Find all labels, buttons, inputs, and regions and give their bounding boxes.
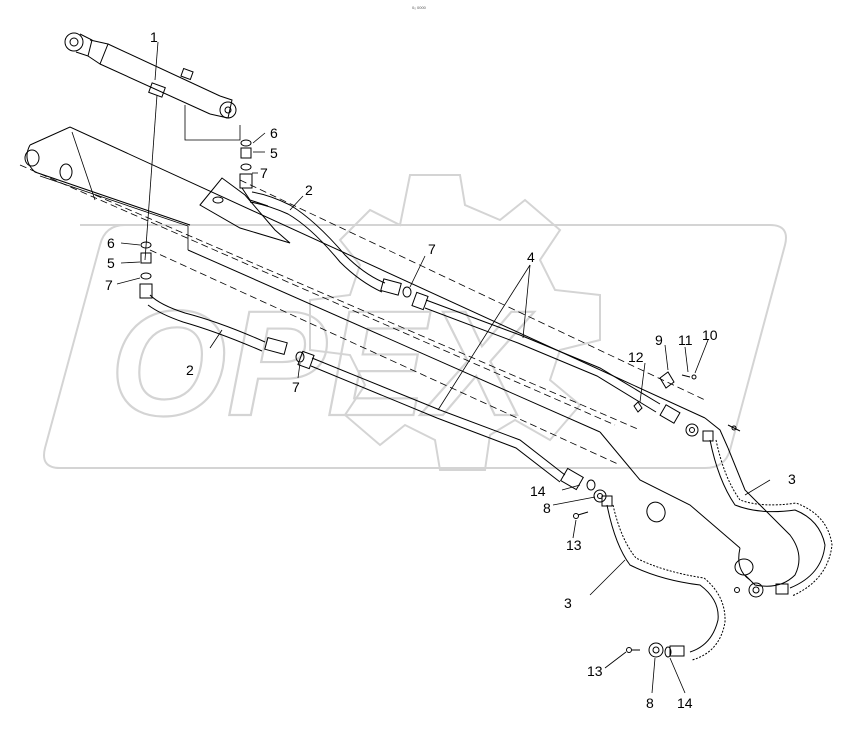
hydraulic-cylinder xyxy=(64,32,241,261)
callout-7: 7 xyxy=(428,241,436,257)
callout-8: 8 xyxy=(543,500,551,516)
callout-11: 11 xyxy=(678,332,693,348)
callout-13: 13 xyxy=(566,537,582,553)
watermark: OPEX xyxy=(43,174,787,471)
callout-14: 14 xyxy=(530,483,546,499)
hardware xyxy=(295,286,741,658)
callout-4: 4 xyxy=(527,249,535,265)
callout-7: 7 xyxy=(292,379,300,395)
pipe-lower xyxy=(147,294,288,355)
callout-2: 2 xyxy=(305,182,313,198)
callout-14: 14 xyxy=(677,695,693,711)
fittings-left xyxy=(139,241,153,299)
callout-5: 5 xyxy=(270,145,278,161)
callout-2: 2 xyxy=(186,362,194,378)
callout-6: 6 xyxy=(270,125,278,141)
hose-right xyxy=(702,430,833,598)
watermark-gear xyxy=(309,174,601,471)
callout-9: 9 xyxy=(655,332,663,348)
callouts: 1 2 2 3 3 4 5 5 6 6 7 7 7 7 8 8 9 10 11 … xyxy=(105,29,796,711)
callout-13: 13 xyxy=(587,663,603,679)
watermark-frame xyxy=(43,224,787,469)
callout-1: 1 xyxy=(150,29,158,45)
callout-3: 3 xyxy=(564,595,572,611)
callout-12: 12 xyxy=(628,349,644,365)
callout-10: 10 xyxy=(702,327,718,343)
drawing-code: 0₀ 0000 xyxy=(412,5,427,10)
callout-5: 5 xyxy=(107,255,115,271)
callout-7: 7 xyxy=(105,277,113,293)
boom-arm xyxy=(19,126,800,587)
pipe-upper xyxy=(249,191,402,296)
callout-7: 7 xyxy=(260,165,268,181)
tube-upper xyxy=(411,291,681,424)
leader-lines xyxy=(116,41,771,694)
callout-8: 8 xyxy=(646,695,654,711)
hose-left xyxy=(601,495,726,661)
callout-6: 6 xyxy=(107,235,115,251)
fittings-upper xyxy=(239,139,269,207)
callout-3: 3 xyxy=(788,471,796,487)
tube-lower xyxy=(297,350,584,491)
